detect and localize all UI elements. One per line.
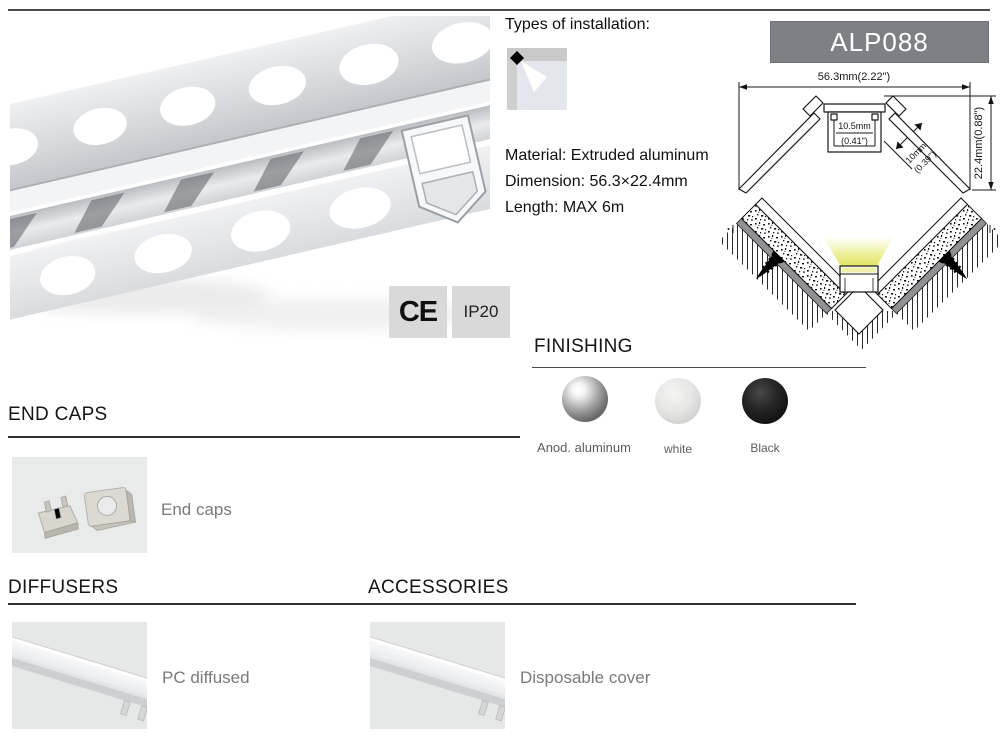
product-code-badge: ALP088	[770, 21, 989, 63]
light-beam	[823, 237, 893, 268]
accessory-image	[345, 622, 527, 729]
extrusion-render	[10, 16, 490, 323]
diffuser-glow	[842, 267, 876, 273]
end-caps-image	[12, 457, 147, 553]
ip20-badge: IP20	[452, 286, 510, 338]
diffuser-item-label: PC diffused	[162, 668, 250, 687]
near-flange-ovals	[40, 187, 391, 296]
technical-drawing: 56.3mm(2.22") 22.4mm(0.88") 10.5mm (0.41…	[719, 71, 1000, 350]
end-cap-with-prongs	[37, 495, 79, 539]
channel-width-mm-label: 10.5mm	[838, 121, 871, 131]
end-caps-title: END CAPS	[8, 404, 108, 425]
spec-block: Material: Extruded aluminum Dimension: 5…	[505, 143, 709, 221]
end-caps-divider	[8, 436, 520, 438]
left-wall-hatch	[719, 223, 827, 331]
finish-swatch-black	[742, 378, 788, 424]
far-flange-ovals	[10, 22, 490, 166]
reflection-slashes	[10, 130, 394, 254]
spec-dimension: Dimension: 56.3×22.4mm	[505, 173, 688, 190]
end-cap-with-hole	[83, 487, 137, 531]
finish-swatch-white	[655, 378, 701, 424]
diffuser-render	[0, 631, 169, 722]
left-screw-icon	[755, 250, 785, 280]
icon-profile-diamond	[510, 51, 524, 65]
installation-diagram	[719, 197, 1000, 350]
ce-mark-icon: CE	[398, 295, 438, 328]
product-code: ALP088	[830, 26, 929, 57]
spine-band	[10, 66, 490, 223]
finishing-divider	[532, 367, 866, 368]
channel-inner	[833, 120, 876, 147]
top-plate	[823, 103, 886, 113]
channel-width-in-label: (0.41")	[841, 136, 868, 146]
icon-light-beam	[521, 61, 547, 92]
finishing-title: FINISHING	[534, 336, 633, 357]
ip20-label: IP20	[463, 302, 499, 321]
diffuser-image	[0, 622, 169, 729]
product-photo	[10, 16, 490, 330]
left-tile	[754, 197, 853, 296]
ce-mark-badge: CE	[389, 286, 447, 338]
finish-label-white: white	[663, 442, 693, 456]
diffusers-accessories-divider	[8, 603, 856, 605]
end-caps-render	[37, 487, 137, 539]
top-divider	[8, 9, 990, 11]
right-cap	[885, 95, 907, 117]
accessories-title: ACCESSORIES	[368, 577, 509, 598]
right-tile	[870, 197, 969, 296]
finish-swatch-anod-aluminum	[562, 376, 608, 422]
overall-width-label: 56.3mm(2.22")	[818, 71, 890, 83]
overall-height-label: 22.4mm(0.88")	[973, 107, 985, 179]
right-wall-hatch	[896, 223, 1000, 331]
spec-length: Length: MAX 6m	[505, 199, 625, 216]
finish-label-black: Black	[750, 441, 780, 455]
right-wing	[888, 112, 971, 194]
icon-left-wall	[507, 61, 517, 110]
end-caps-item-label: End caps	[161, 500, 232, 519]
diffusers-title: DIFFUSERS	[8, 577, 119, 598]
types-of-installation-label: Types of installation:	[505, 16, 650, 33]
channel-end-section	[400, 114, 487, 224]
right-screw-icon	[938, 250, 968, 280]
profile-diamond	[834, 285, 884, 335]
spec-material: Material: Extruded aluminum	[505, 147, 709, 164]
left-cap	[802, 95, 824, 117]
accessory-render	[345, 631, 527, 722]
installation-corner-icon	[507, 48, 567, 110]
accessory-item-label: Disposable cover	[520, 668, 651, 687]
finish-label-anod-aluminum: Anod. aluminum	[537, 440, 631, 455]
profile-outline	[738, 95, 971, 194]
left-wing	[738, 112, 821, 194]
